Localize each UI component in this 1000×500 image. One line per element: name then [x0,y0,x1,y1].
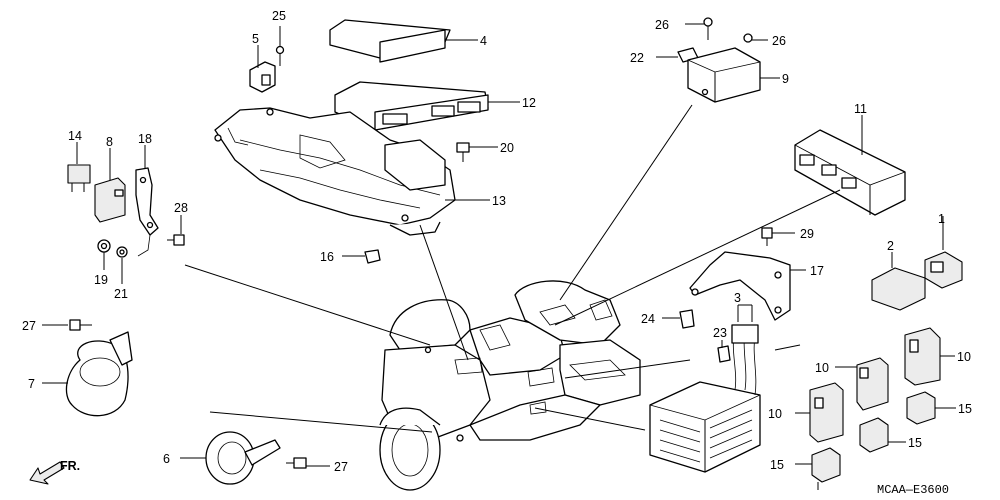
callout-4: 4 [480,34,487,48]
callout-26-b: 26 [772,34,786,48]
part-3-regulator [649,304,761,473]
callout-3: 3 [734,291,741,305]
callout-16: 16 [320,250,334,264]
callout-24: 24 [641,312,655,326]
callout-15-c: 15 [770,458,784,472]
part-11-module [794,115,906,216]
part-24-clip [662,309,695,329]
callout-17: 17 [810,264,824,278]
callout-13: 13 [492,194,506,208]
callout-1: 1 [938,212,945,226]
part-5-bracket [249,45,276,93]
part-26-screw-a [685,17,713,40]
callout-15-b: 15 [908,436,922,450]
diagram-code: MCAA—E3600 [877,483,949,497]
callout-6: 6 [163,452,170,466]
callout-10-b: 10 [815,361,829,375]
callout-10-a: 10 [957,350,971,364]
part-28-bolt [167,215,185,246]
part-15-relay-b [859,417,906,453]
part-27-bolt [42,319,92,331]
part-29-bolt [761,227,795,246]
callout-22: 22 [630,51,644,65]
part-18-bracket [135,145,159,257]
part-26-screw-b [743,33,768,43]
part-7-horn [42,331,133,417]
part-8-relay [94,148,126,223]
part-25-screw [275,26,285,66]
part-19-washer [97,239,111,270]
callout-25: 25 [272,9,286,23]
part-12-module [334,81,520,131]
part-20-bolt [456,142,498,162]
callout-14: 14 [68,129,82,143]
part-17-bracket [689,251,806,321]
part-4-module [329,19,478,63]
callout-19: 19 [94,273,108,287]
part-27-bolt-lower [286,457,330,469]
callout-27-a: 27 [22,319,36,333]
callout-labels: 1 2 3 4 5 6 7 8 9 10 10 10 11 12 13 14 1… [22,9,972,474]
callout-7: 7 [28,377,35,391]
part-15-relay-c [795,447,841,490]
part-23-clip [717,340,731,363]
callout-21: 21 [114,287,128,301]
callout-8: 8 [106,135,113,149]
callout-23: 23 [713,326,727,340]
callout-26-a: 26 [655,18,669,32]
part-6-horn [180,431,281,485]
part-10-relay-b [835,357,889,411]
part-10-relay-a [904,327,955,386]
callout-18: 18 [138,132,152,146]
callout-27-b: 27 [334,460,348,474]
callout-29: 29 [800,227,814,241]
part-10-relay-c [795,382,844,443]
callout-5: 5 [252,32,259,46]
callout-20: 20 [500,141,514,155]
leader-lines [184,104,841,433]
callout-12: 12 [522,96,536,110]
part-15-relay-a [906,391,956,425]
callout-10-c: 10 [768,407,782,421]
part-14-relay [67,142,91,192]
front-label: FR. [60,459,80,473]
callout-2: 2 [887,239,894,253]
callout-15-a: 15 [958,402,972,416]
part-9-module [687,47,780,103]
part-16-clip [342,249,381,264]
callout-11: 11 [854,102,867,116]
part-2-relay [871,252,926,311]
part-21-nut [116,246,128,284]
part-13-tray [214,107,490,236]
callout-28: 28 [174,201,188,215]
callout-9: 9 [782,72,789,86]
motorcycle-outline [379,280,641,491]
front-direction-arrow: FR. [29,459,80,485]
part-1-relay [924,216,963,289]
